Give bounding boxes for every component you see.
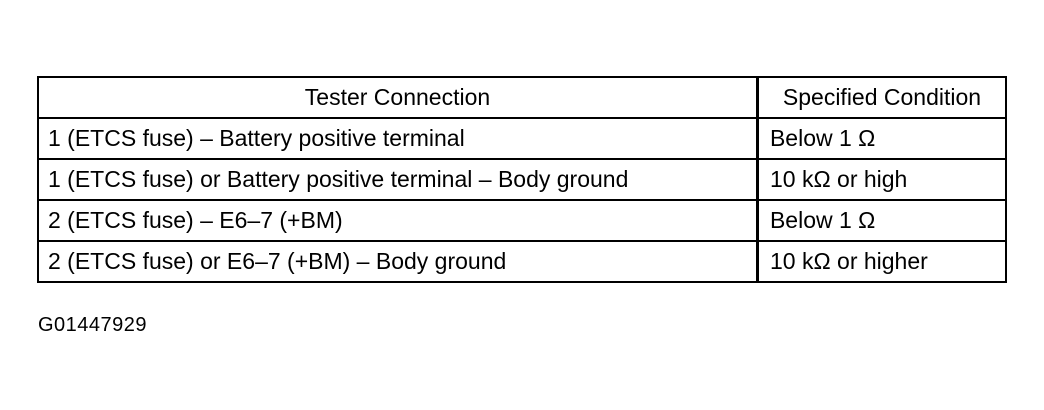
header-tester-connection: Tester Connection (36, 76, 759, 119)
header-specified-condition: Specified Condition (756, 76, 1007, 119)
table-row: 2 (ETCS fuse) – E6–7 (+BM) Below 1 Ω (36, 199, 1007, 242)
specified-condition-cell: Below 1 Ω (756, 117, 1007, 160)
tester-connection-cell: 2 (ETCS fuse) – E6–7 (+BM) (36, 199, 759, 242)
tester-connection-cell: 2 (ETCS fuse) or E6–7 (+BM) – Body groun… (36, 240, 759, 283)
tester-connection-cell: 1 (ETCS fuse) or Battery positive termin… (36, 158, 759, 201)
specified-condition-cell: 10 kΩ or high (756, 158, 1007, 201)
table-row: 2 (ETCS fuse) or E6–7 (+BM) – Body groun… (36, 240, 1007, 283)
table-header-row: Tester Connection Specified Condition (36, 76, 1007, 119)
tester-connection-cell: 1 (ETCS fuse) – Battery positive termina… (36, 117, 759, 160)
table-row: 1 (ETCS fuse) – Battery positive termina… (36, 117, 1007, 160)
figure-id: G01447929 (38, 314, 148, 336)
specification-table: Tester Connection Specified Condition 1 … (36, 76, 1007, 283)
specified-condition-cell: 10 kΩ or higher (756, 240, 1007, 283)
specified-condition-cell: Below 1 Ω (756, 199, 1007, 242)
table-row: 1 (ETCS fuse) or Battery positive termin… (36, 158, 1007, 201)
